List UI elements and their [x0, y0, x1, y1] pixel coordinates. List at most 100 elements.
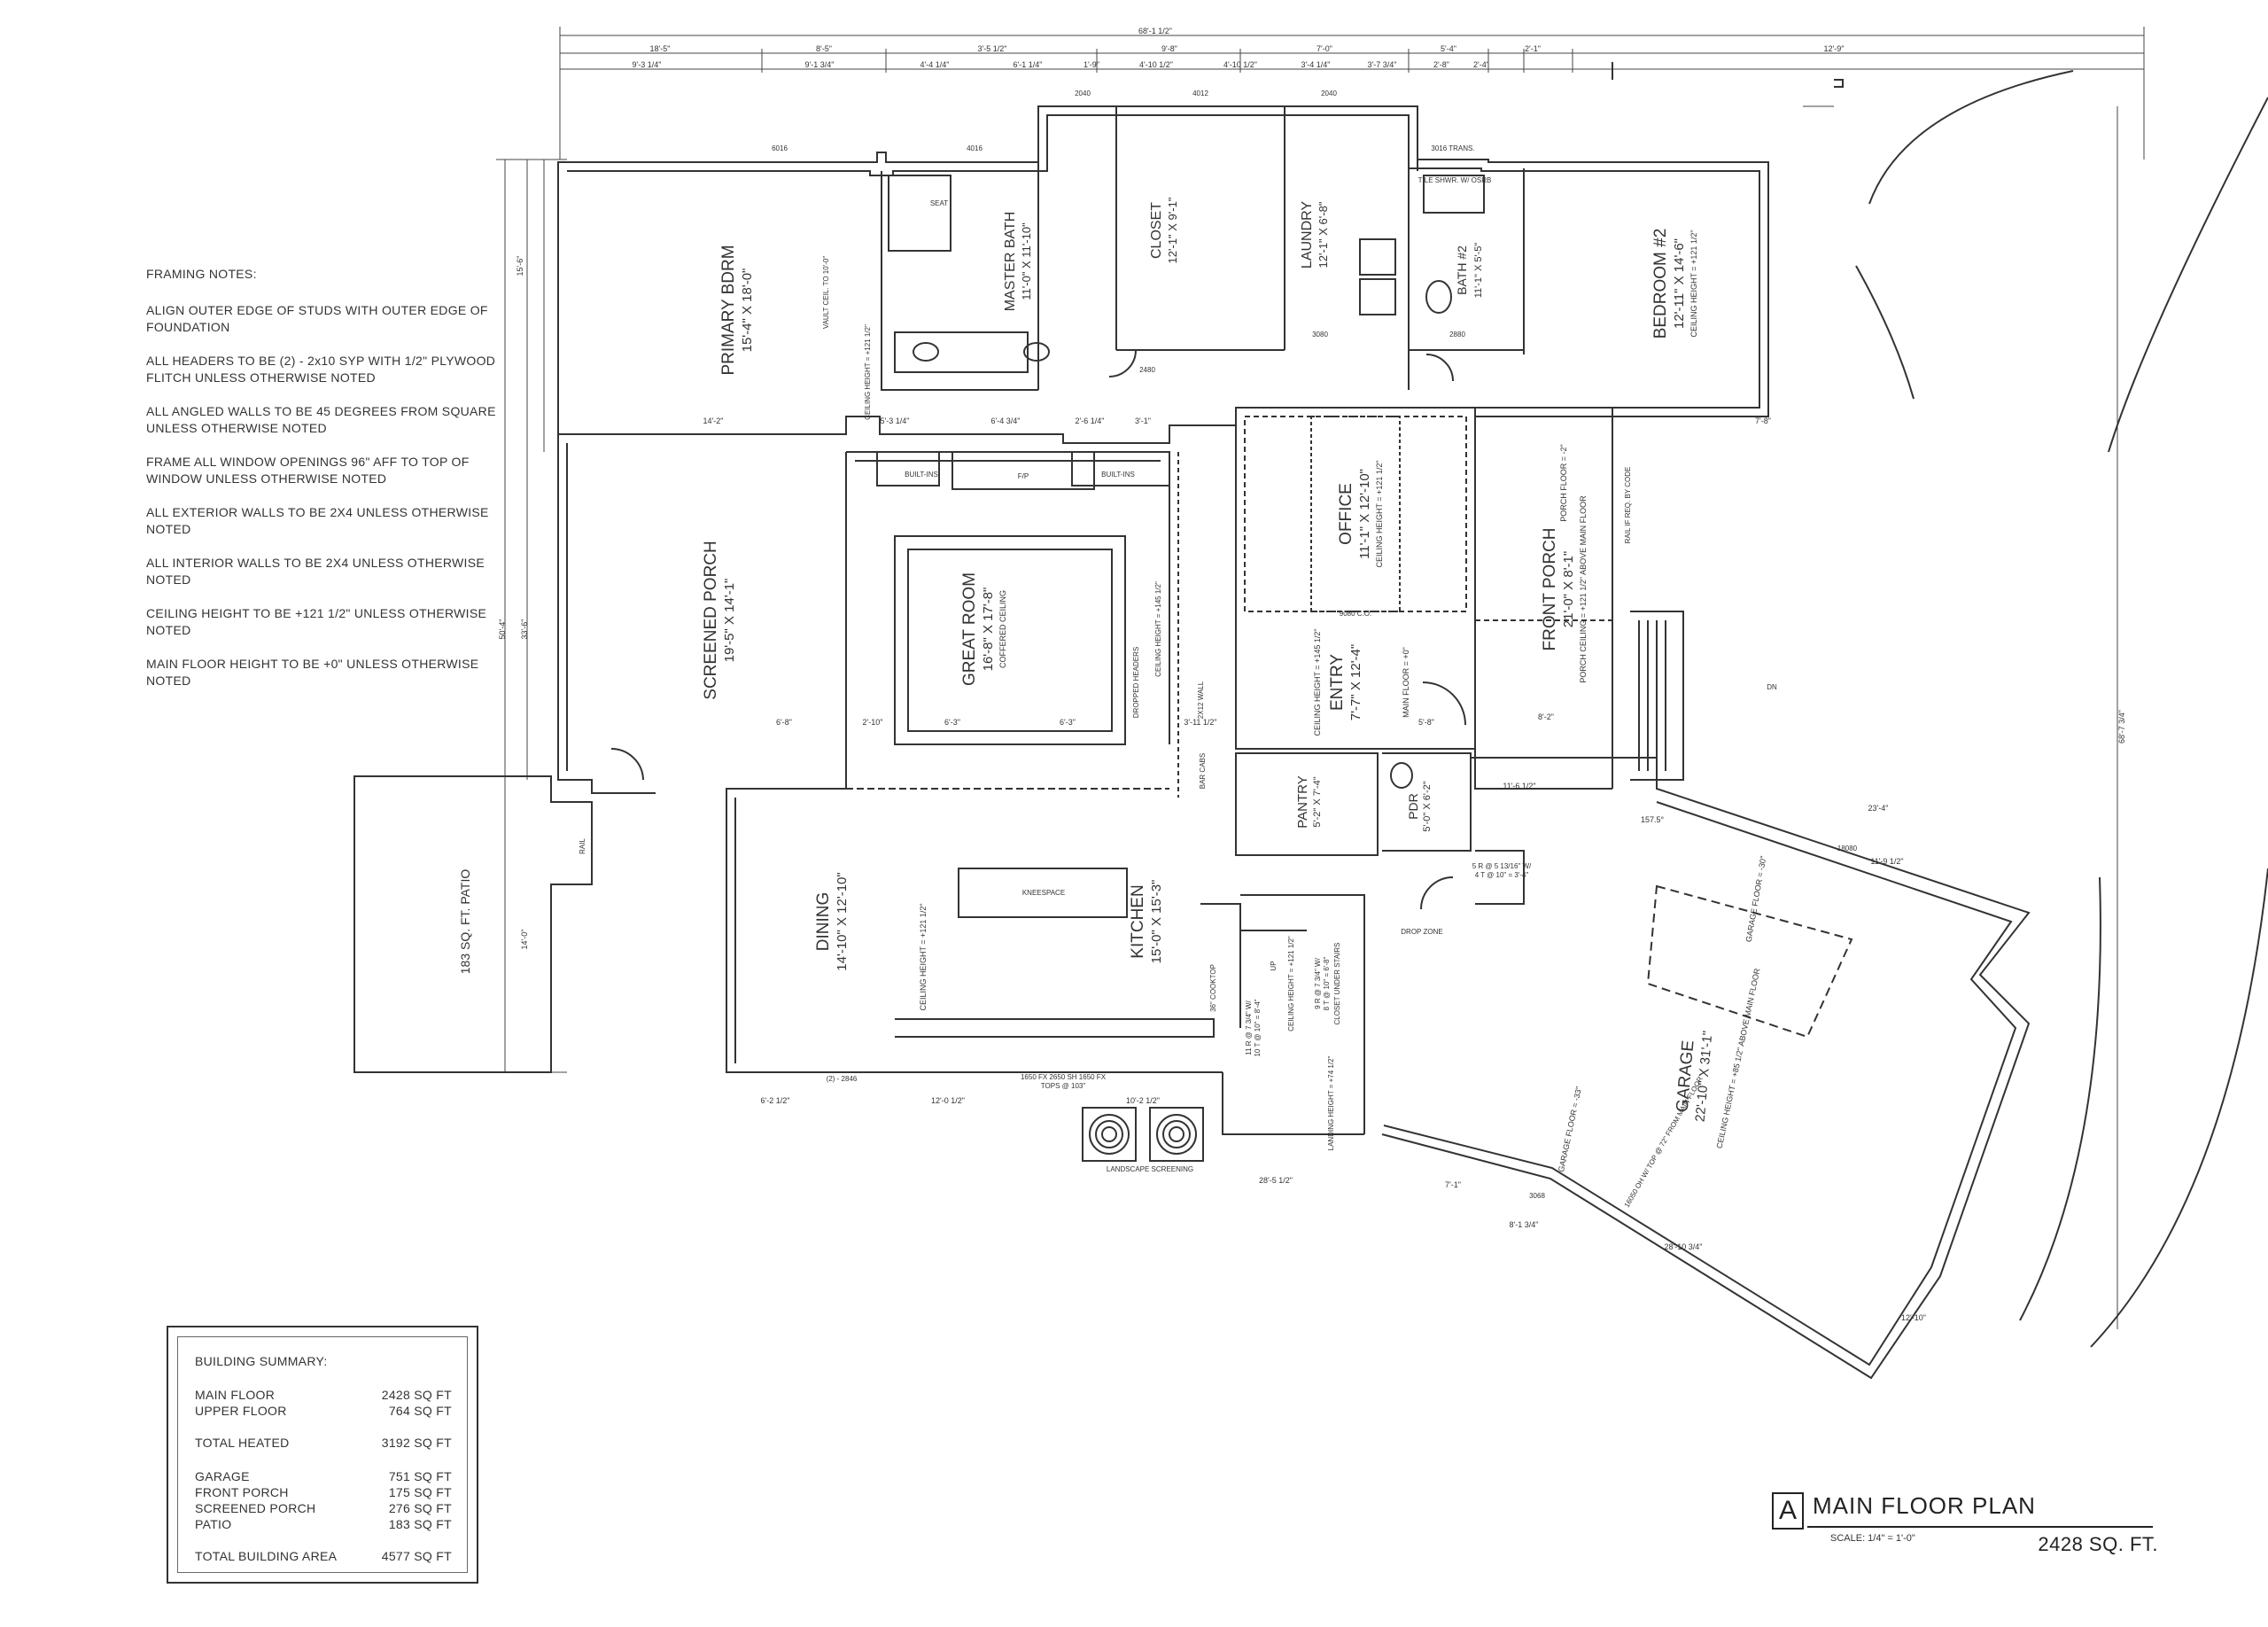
room-bedroom2-ceiling: CEILING HEIGHT = +121 1/2"	[1689, 230, 1698, 337]
room-pantry-dims: 5'-2" X 7'-4"	[1312, 776, 1323, 827]
dim-6-2: 6'-2 1/2"	[761, 1096, 790, 1105]
title-rule	[1807, 1526, 2153, 1528]
room-screened-porch-name: SCREENED PORCH	[702, 541, 720, 699]
label-dn: DN	[1767, 683, 1777, 691]
room-primary-dims: 15'-4" X 18'-0"	[740, 269, 755, 353]
dim-3-4: 3'-4 1/4"	[1301, 60, 1331, 69]
dim-4-10a: 4'-10 1/2"	[1139, 60, 1173, 69]
dim-3-7: 3'-7 3/4"	[1368, 60, 1397, 69]
dim-2-8: 2'-8"	[1433, 60, 1449, 69]
room-dining-ceiling: CEILING HEIGHT = +121 1/2"	[919, 903, 928, 1010]
room-front-porch-name: FRONT PORCH	[1541, 528, 1559, 651]
label-dropped-headers: DROPPED HEADERS	[1132, 647, 1140, 718]
label-vault: VAULT CEIL. TO 10'-0"	[822, 256, 830, 329]
label-up: UP	[1270, 961, 1278, 970]
summary-label: TOTAL HEATED	[195, 1436, 290, 1450]
door-2880: 2880	[1449, 331, 1465, 339]
framing-notes: FRAMING NOTES: ALIGN OUTER EDGE OF STUDS…	[146, 266, 501, 706]
summary-value: 4577 SQ FT	[381, 1549, 452, 1563]
dim-7-1: 7'-1"	[1445, 1180, 1461, 1189]
summary-value: 764 SQ FT	[388, 1404, 452, 1418]
dim-1-9: 1'-9"	[1084, 60, 1099, 69]
room-entry-dims: 7'-7" X 12'-4"	[1348, 644, 1363, 720]
dim-top-12: 12'-9"	[1824, 44, 1845, 53]
dim-left-50: 50'-4"	[498, 619, 507, 640]
room-kitchen-dims: 15'-0" X 15'-3"	[1149, 880, 1164, 964]
room-great-room-name: GREAT ROOM	[960, 572, 979, 686]
room-entry-name: ENTRY	[1328, 654, 1347, 711]
dim-5-3: 5'-3 1/4"	[881, 416, 910, 425]
dim-12-0: 12'-0 1/2"	[931, 1096, 965, 1105]
label-stair-5r: 5 R @ 5 13/16" W/	[1472, 862, 1532, 870]
label-ceil-121-primary: CEILING HEIGHT = +121 1/2"	[864, 324, 872, 420]
label-seat: SEAT	[930, 199, 948, 207]
room-garage-floor: GARAGE FLOOR = -30"	[1744, 855, 1768, 943]
dim-2-6: 2'-6 1/4"	[1076, 416, 1105, 425]
label-rail: RAIL	[579, 838, 586, 854]
dim-14-0: 14'-0"	[520, 930, 529, 950]
dim-11-9: 11'-9 1/2"	[1870, 857, 1903, 866]
label-cooktop: 36" COOKTOP	[1209, 964, 1217, 1012]
framing-note: ALL HEADERS TO BE (2) - 2x10 SYP WITH 1/…	[146, 354, 496, 385]
dim-overall: 68'-1 1/2"	[1138, 27, 1172, 35]
title-block: A MAIN FLOOR PLAN SCALE: 1/4" = 1'-0" 24…	[1772, 1492, 2158, 1559]
dim-6-1: 6'-1 1/4"	[1014, 60, 1043, 69]
dim-15-6: 15'-6"	[516, 256, 524, 276]
room-kitchen-name: KITCHEN	[1129, 884, 1147, 958]
slab-18080: 18080	[1837, 845, 1858, 852]
dim-6-8: 6'-8"	[776, 718, 792, 727]
dim-8-2: 8'-2"	[1538, 712, 1554, 721]
room-front-porch-ceiling: PORCH CEILING = +121 1/2" ABOVE MAIN FLO…	[1579, 495, 1588, 683]
framing-note: ALL INTERIOR WALLS TO BE 2X4 UNLESS OTHE…	[146, 556, 485, 587]
dim-top-8: 8'-5"	[816, 44, 832, 53]
dim-28-5: 28'-5 1/2"	[1259, 1176, 1293, 1185]
label-stair-4t: 4 T @ 10" = 3'-4"	[1475, 871, 1529, 879]
room-garage-ceiling: CEILING HEIGHT = +85 1/2" ABOVE MAIN FLO…	[1715, 967, 1762, 1149]
window-1650: 1650 FX 2650 SH 1650 FX	[1021, 1073, 1107, 1081]
dim-157: 157.5°	[1641, 815, 1665, 824]
label-rail-req: RAIL IF REQ. BY CODE	[1624, 467, 1632, 544]
room-laundry-dims: 12'-1" X 6'-8"	[1317, 201, 1330, 268]
framing-note: ALIGN OUTER EDGE OF STUDS WITH OUTER EDG…	[146, 303, 488, 334]
label-ceil-145-great: CEILING HEIGHT = +145 1/2"	[1154, 581, 1162, 677]
room-laundry-name: LAUNDRY	[1300, 201, 1315, 269]
room-dining-name: DINING	[814, 892, 833, 952]
dim-6-4: 6'-4 3/4"	[991, 416, 1021, 425]
room-dining-dims: 14'-10" X 12'-10"	[835, 872, 850, 970]
dim-right-68: 68'-7 3/4"	[2117, 710, 2126, 743]
room-office-ceiling: CEILING HEIGHT = +121 1/2"	[1375, 460, 1384, 567]
summary-value: 183 SQ FT	[388, 1517, 452, 1531]
framing-note: ALL ANGLED WALLS TO BE 45 DEGREES FROM S…	[146, 404, 496, 435]
summary-row: GARAGE 751 SQ FT	[195, 1469, 452, 1485]
dim-7-8: 7'-8"	[1755, 416, 1771, 425]
label-kneespace: KNEESPACE	[1022, 889, 1065, 897]
label-bar-cabs: BAR CABS	[1199, 753, 1207, 789]
summary-value: 175 SQ FT	[388, 1485, 452, 1499]
window-2040b: 2040	[1321, 90, 1337, 97]
dim-2-10: 2'-10"	[863, 718, 883, 727]
building-summary: BUILDING SUMMARY: MAIN FLOOR 2428 SQ FT …	[167, 1326, 478, 1584]
room-bedroom2-dims: 12'-11" X 14'-6"	[1672, 238, 1687, 329]
dim-3-11: 3'-11 1/2"	[1184, 718, 1216, 727]
room-pantry-name: PANTRY	[1295, 775, 1310, 828]
room-master-bath-name: MASTER BATH	[1003, 212, 1018, 312]
dim-8-1: 8'-1 3/4"	[1510, 1220, 1539, 1229]
framing-note: ALL EXTERIOR WALLS TO BE 2X4 UNLESS OTHE…	[146, 505, 489, 536]
summary-label: MAIN FLOOR	[195, 1388, 276, 1402]
room-great-room-dims: 16'-8" X 17'-8"	[981, 588, 996, 672]
dim-12-10: 12'-10"	[1901, 1313, 1926, 1322]
label-ceil-121-kitchen: CEILING HEIGHT = +121 1/2"	[1287, 936, 1295, 1031]
dim-14-2: 14'-2"	[703, 416, 724, 425]
dim-top-9: 9'-8"	[1161, 44, 1177, 53]
room-garage-floor2: GARAGE FLOOR = -33"	[1557, 1086, 1583, 1172]
label-drop-zone: DROP ZONE	[1401, 928, 1442, 936]
summary-label: GARAGE	[195, 1469, 250, 1483]
dim-top-7: 7'-0"	[1317, 44, 1332, 53]
door-3068: 3068	[1529, 1192, 1545, 1200]
summary-label: UPPER FLOOR	[195, 1404, 287, 1418]
dim-6-3b: 6'-3"	[1060, 718, 1076, 727]
sheet-letter: A	[1772, 1492, 1804, 1530]
window-4012: 4012	[1192, 90, 1208, 97]
